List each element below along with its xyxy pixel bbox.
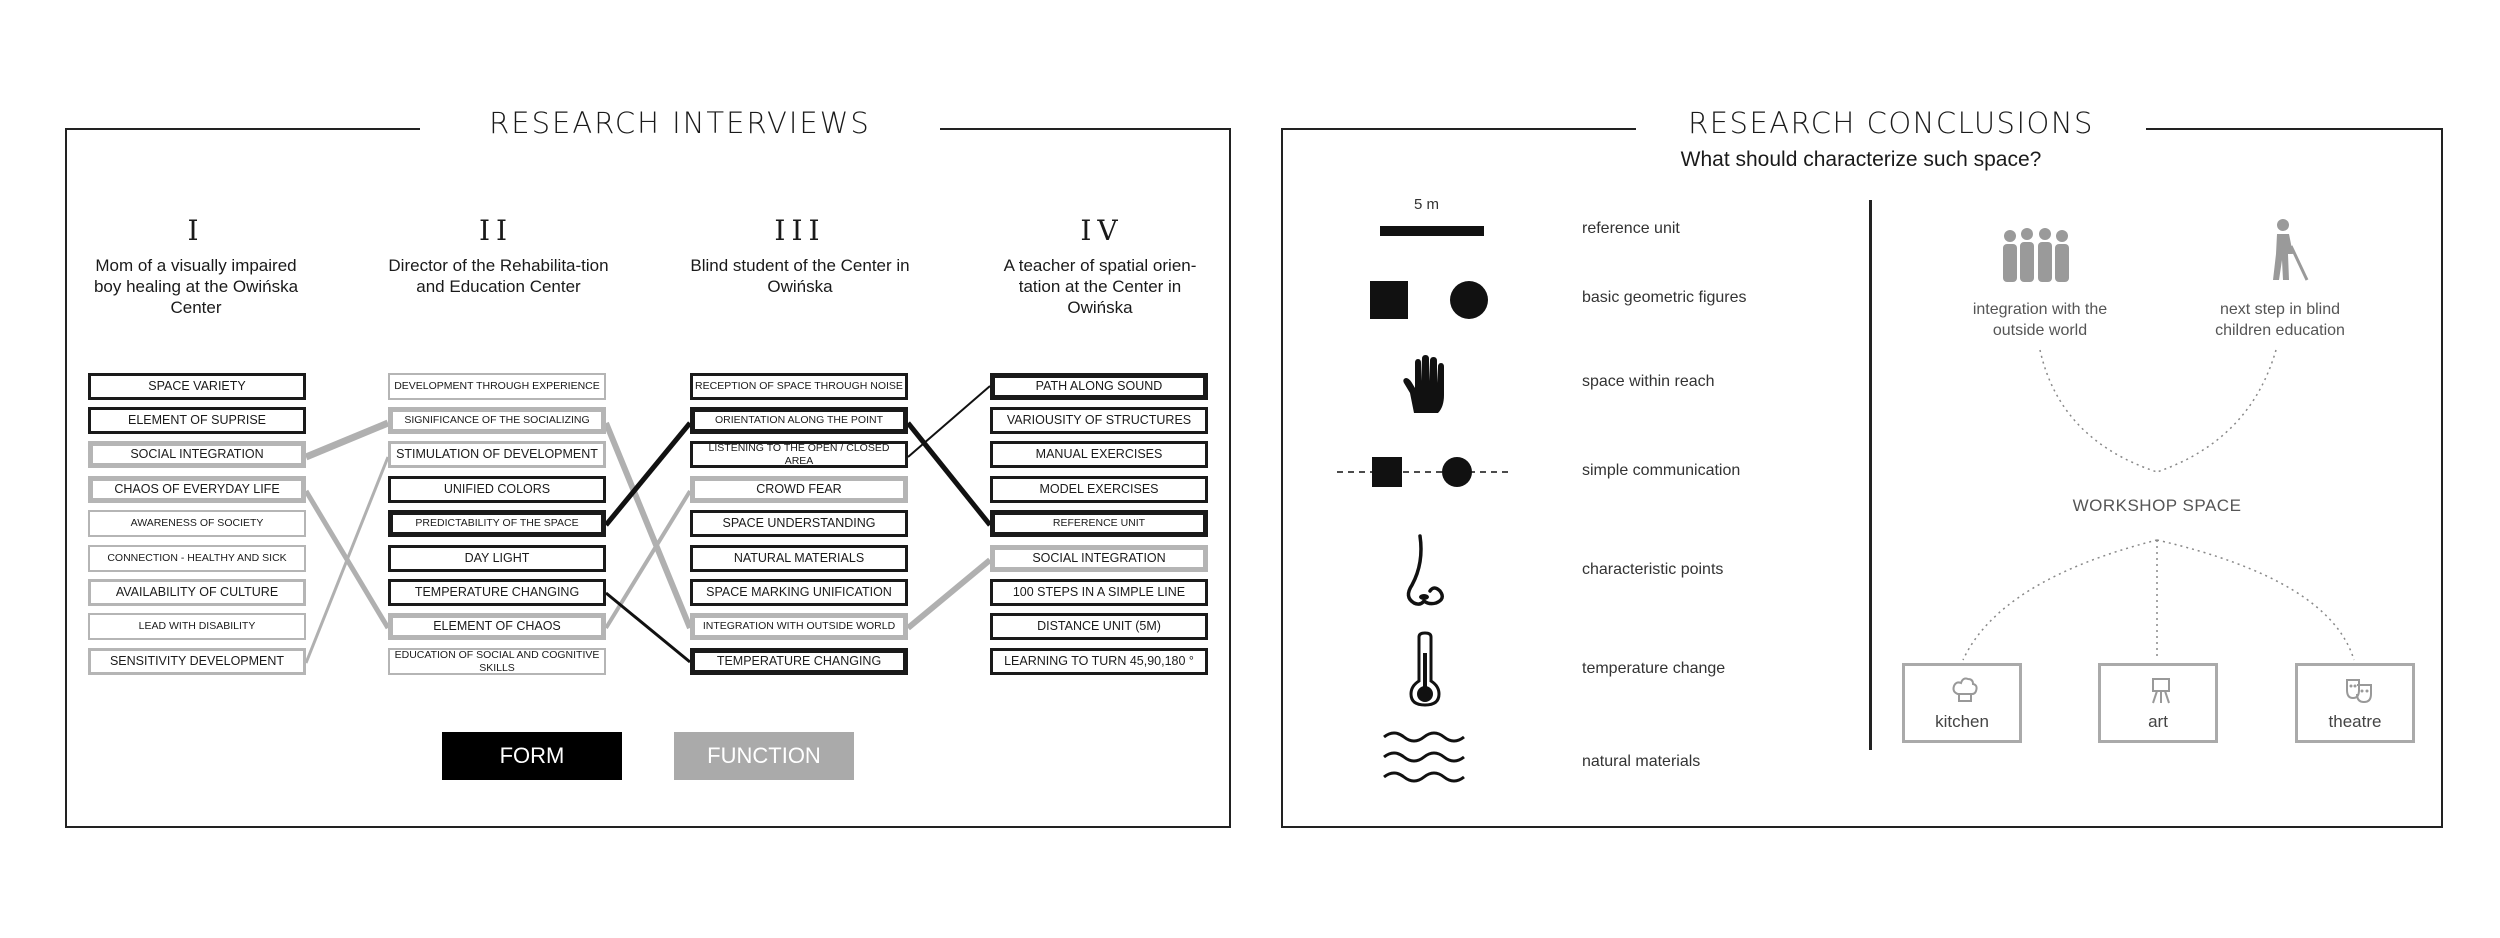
item-temperature-changing-2: TEMPERATURE CHANGING	[388, 579, 606, 606]
item-connection-healthy-and-sick: CONNECTION - HEALTHY AND SICK	[88, 545, 306, 572]
item-crowd-fear: CROWD FEAR	[690, 476, 908, 503]
item-unified-colors: UNIFIED COLORS	[388, 476, 606, 503]
item-integration-outside-world: INTEGRATION WITH OUTSIDE WORLD	[690, 613, 908, 640]
square-circle-icon	[1370, 281, 1488, 319]
item-reference-unit: REFERENCE UNIT	[990, 510, 1208, 537]
research-conclusions-subtitle: What should characterize such space?	[1680, 148, 2042, 171]
item-significance-of-socializing: SIGNIFICANCE OF THE SOCIALIZING	[388, 407, 606, 434]
blind-person-with-cane-icon	[2273, 219, 2309, 281]
item-model-exercises: MODEL EXERCISES	[990, 476, 1208, 503]
legend-form: FORM	[442, 732, 622, 780]
item-availability-of-culture: AVAILABILITY OF CULTURE	[88, 579, 306, 606]
workshop-space-label: WORKSHOP SPACE	[2072, 496, 2242, 515]
easel-icon	[2152, 678, 2170, 704]
item-sensitivity-development: SENSITIVITY DEVELOPMENT	[88, 648, 306, 675]
column-3-numeral: III	[774, 214, 826, 247]
item-listening-open-closed: LISTENING TO THE OPEN / CLOSED AREA	[690, 441, 908, 468]
feature-label-reference-unit: reference unit	[1582, 220, 1680, 237]
link-temperature-temperature	[605, 591, 691, 664]
column-3-description: Blind student of the Center in Owińska	[690, 256, 910, 296]
link-sensitivity-stimulation	[304, 456, 390, 664]
waves-icon	[1383, 731, 1465, 783]
scale-bar-icon	[1380, 226, 1484, 236]
theatre-masks-icon	[2346, 679, 2372, 704]
item-space-variety: SPACE VARIETY	[88, 373, 306, 400]
label-next-step-in-blind-education: next step in blind children education	[2215, 301, 2345, 339]
item-education-social-cognitive: EDUCATION OF SOCIAL AND COGNITIVE SKILLS	[388, 648, 606, 675]
label-integration-with-outside-world: integration with the outside world	[1972, 301, 2108, 339]
vertical-divider	[1869, 200, 1872, 750]
item-100-steps: 100 STEPS IN A SIMPLE LINE	[990, 579, 1208, 606]
feature-label-temperature-change: temperature change	[1582, 660, 1726, 677]
item-distance-unit: DISTANCE UNIT (5M)	[990, 613, 1208, 640]
item-social-integration-4: SOCIAL INTEGRATION	[990, 545, 1208, 572]
item-space-understanding: SPACE UNDERSTANDING	[690, 510, 908, 537]
item-stimulation-of-development: STIMULATION OF DEVELOPMENT	[388, 441, 606, 468]
chef-hat-icon	[1952, 677, 1978, 702]
link-social-integration-significance	[304, 419, 390, 461]
feature-label-simple-communication: simple communication	[1582, 462, 1741, 479]
item-lead-with-disability: LEAD WITH DISABILITY	[88, 613, 306, 640]
column-2-numeral: II	[478, 214, 514, 247]
item-predictability-of-the-space: PREDICTABILITY OF THE SPACE	[388, 510, 606, 537]
scale-label: 5 m	[1414, 196, 1440, 213]
item-temperature-changing-3: TEMPERATURE CHANGING	[690, 648, 908, 675]
item-manual-exercises: MANUAL EXERCISES	[990, 441, 1208, 468]
legend-function: FUNCTION	[674, 732, 854, 780]
group-of-people-icon	[2003, 228, 2069, 282]
column-4-numeral: IV	[1080, 214, 1124, 247]
link-orientation-reference-unit	[906, 421, 992, 527]
hand-icon	[1403, 355, 1444, 413]
nose-icon	[1406, 534, 1444, 606]
item-chaos-of-everyday-life: CHAOS OF EVERYDAY LIFE	[88, 476, 306, 503]
room-label-art: art	[2148, 712, 2168, 731]
item-element-of-suprise: ELEMENT OF SUPRISE	[88, 407, 306, 434]
link-orientation-path-along-sound	[907, 385, 991, 458]
item-natural-materials: NATURAL MATERIALS	[690, 545, 908, 572]
research-interviews-title: RESEARCH INTERVIEWS	[420, 106, 940, 140]
feature-label-basic-geometric-figures: basic geometric figures	[1582, 289, 1747, 306]
item-reception-through-noise: RECEPTION OF SPACE THROUGH NOISE	[690, 373, 908, 400]
room-kitchen: kitchen	[1902, 663, 2022, 743]
item-learning-to-turn: LEARNING TO TURN 45,90,180 °	[990, 648, 1208, 675]
room-art: art	[2098, 663, 2218, 743]
feature-label-natural-materials: natural materials	[1582, 753, 1701, 770]
feature-label-characteristic-points: characteristic points	[1582, 561, 1724, 578]
dashed-line-shapes-icon	[1337, 457, 1513, 487]
item-awareness-of-society: AWARENESS OF SOCIETY	[88, 510, 306, 537]
item-element-of-chaos: ELEMENT OF CHAOS	[388, 613, 606, 640]
room-theatre: theatre	[2295, 663, 2415, 743]
item-day-light: DAY LIGHT	[388, 545, 606, 572]
thermometer-icon	[1409, 631, 1441, 707]
item-social-integration: SOCIAL INTEGRATION	[88, 441, 306, 468]
link-integration-social-integration	[906, 557, 992, 631]
column-1-description: Mom of a visually impaired boy healing a…	[93, 256, 299, 317]
column-1-numeral: I	[187, 214, 205, 247]
room-label-kitchen: kitchen	[1935, 712, 1989, 731]
item-orientation-along-the-point: ORIENTATION ALONG THE POINT	[690, 407, 908, 434]
item-space-marking-unification: SPACE MARKING UNIFICATION	[690, 579, 908, 606]
item-path-along-sound: PATH ALONG SOUND	[990, 373, 1208, 400]
item-variousity-of-structures: VARIOUSITY OF STRUCTURES	[990, 407, 1208, 434]
column-4-description: A teacher of spatial orien-tation at the…	[1003, 256, 1197, 317]
link-predictability-orientation	[604, 421, 692, 527]
research-conclusions-title: RESEARCH CONCLUSIONS	[1636, 106, 2146, 140]
item-development-through-experience: DEVELOPMENT THROUGH EXPERIENCE	[388, 373, 606, 400]
link-significance-integration	[603, 421, 693, 630]
feature-label-space-within-reach: space within reach	[1582, 373, 1715, 390]
column-2-description: Director of the Rehabilita-tion and Educ…	[388, 256, 609, 296]
room-label-theatre: theatre	[2328, 712, 2382, 731]
